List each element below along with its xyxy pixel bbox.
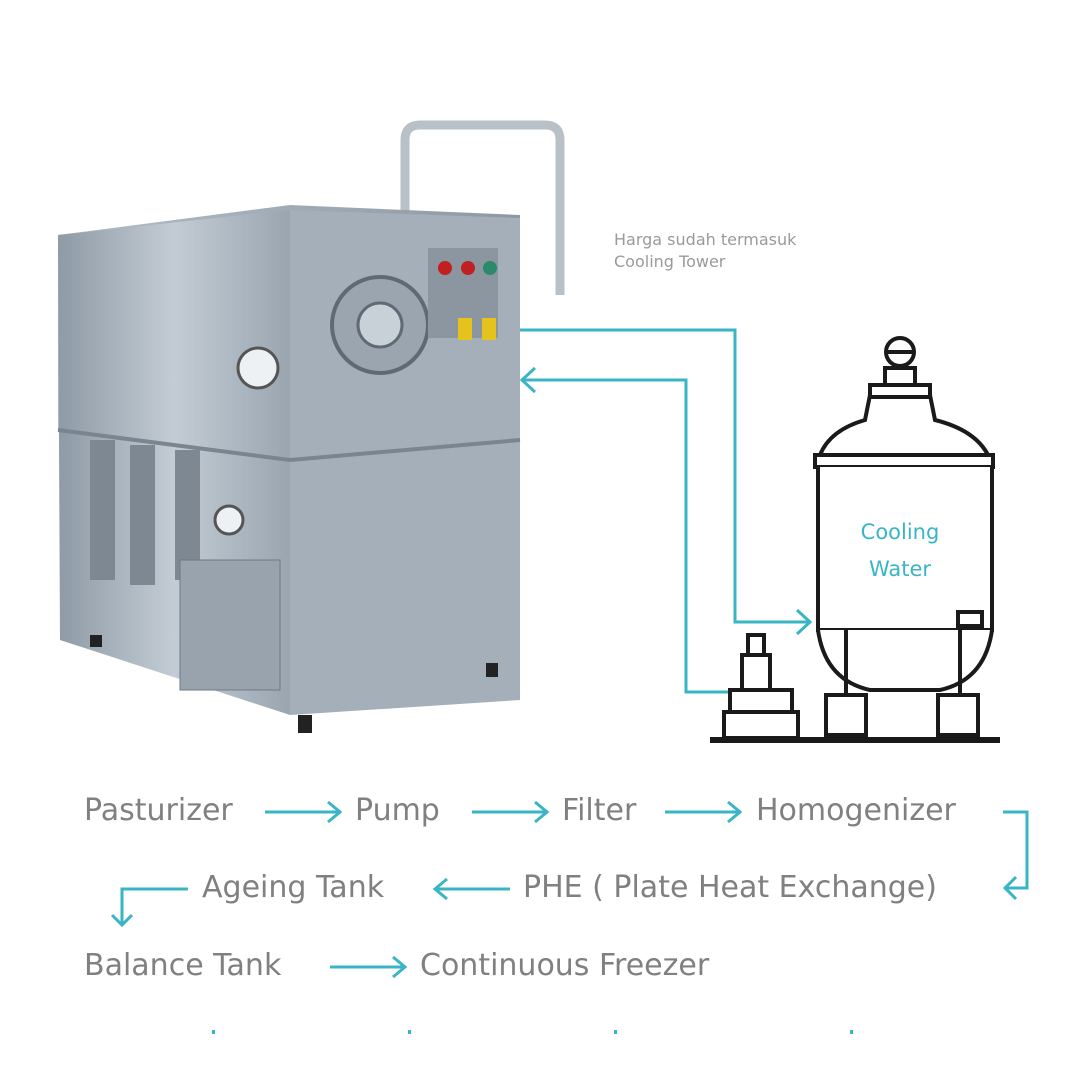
- supply-line: [520, 328, 808, 624]
- step-phe: PHE ( Plate Heat Exchange): [523, 870, 937, 905]
- step-filter: Filter: [562, 793, 637, 828]
- tower-label-water: Water: [868, 557, 932, 581]
- step-homogenizer: Homogenizer: [756, 793, 956, 828]
- arrow-right-icon: [472, 800, 550, 824]
- bottom-dots: [212, 1030, 853, 1034]
- arrow-turn-down-icon: [1002, 810, 1029, 901]
- step-pump: Pump: [355, 793, 440, 828]
- homogenizer-machine-image: [57, 120, 565, 733]
- arrow-right-icon: [665, 800, 743, 824]
- step-pasturizer: Pasturizer: [84, 793, 233, 828]
- note-line-1: Harga sudah termasuk: [614, 230, 797, 249]
- arrow-right-icon: [330, 955, 408, 979]
- return-line: [522, 378, 732, 694]
- cooling-water-lines: [519, 328, 813, 694]
- supply-arrow-icon: [795, 608, 813, 636]
- flow-arrows: [110, 800, 1029, 979]
- step-ageing-tank: Ageing Tank: [202, 870, 385, 905]
- cooling-tower-icon: [710, 336, 1000, 743]
- arrow-down-left-icon: [110, 887, 188, 928]
- step-balance-tank: Balance Tank: [84, 948, 282, 983]
- arrow-right-icon: [265, 800, 343, 824]
- arrow-left-icon: [432, 877, 510, 901]
- return-arrow-icon: [519, 366, 537, 394]
- tower-label-cooling: Cooling: [860, 520, 940, 544]
- step-continuous-freezer: Continuous Freezer: [420, 948, 710, 983]
- note-line-2: Cooling Tower: [614, 252, 726, 271]
- price-note: Harga sudah termasuk Cooling Tower: [614, 229, 796, 273]
